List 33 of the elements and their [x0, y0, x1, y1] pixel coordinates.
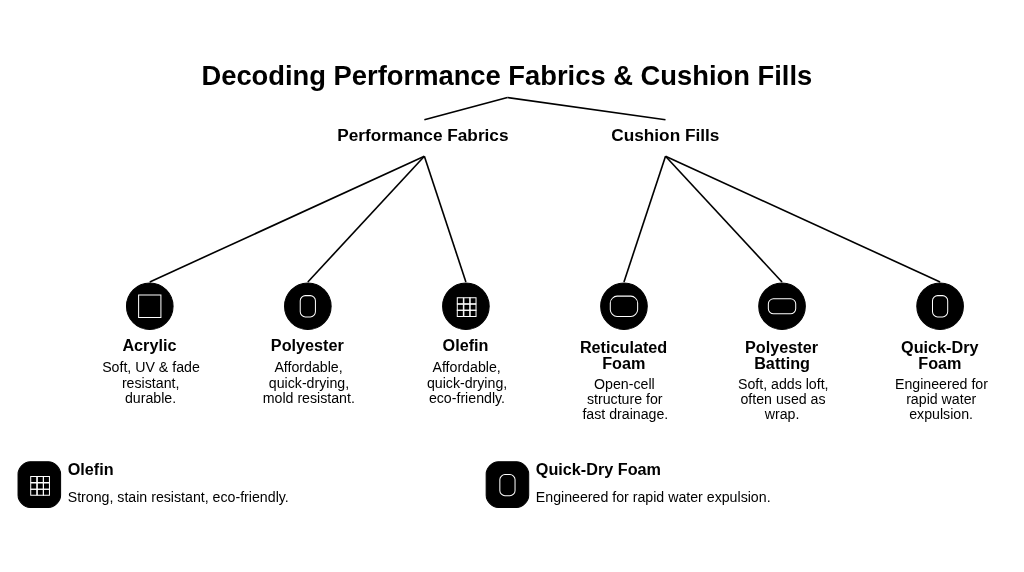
connector	[623, 155, 667, 283]
node-label: Soft, adds loft, often used as wrap.	[737, 375, 829, 422]
node-label: Quick-Dry Foam	[901, 337, 979, 372]
node-text: Performance Fabrics	[337, 124, 509, 145]
connector	[506, 96, 667, 121]
node-label: Polyester	[270, 335, 344, 354]
node-text: Decoding Performance Fabrics & Cushion Fills	[201, 59, 813, 91]
connector	[307, 155, 426, 283]
connector	[423, 96, 509, 121]
node-label: Engineered for rapid water expulsion.	[535, 488, 771, 505]
node-circle	[442, 281, 490, 330]
node-text: Cushion Fills	[611, 124, 720, 145]
node-label: Polyester Batting	[745, 337, 819, 372]
node-label: Strong, stain resistant, eco-friendly.	[67, 488, 289, 505]
node-label: Quick-Dry Foam	[535, 459, 661, 478]
node-label: Engineered for rapid water expulsion.	[895, 375, 988, 422]
connector	[148, 155, 426, 283]
node-circle	[600, 281, 648, 330]
node-circle	[758, 281, 806, 330]
node-label: Olefin	[442, 335, 489, 354]
node-label: Affordable, quick-drying, mold resistant.	[262, 358, 355, 406]
connector	[664, 155, 783, 283]
node-label: Open-cell structure for fast drainage.	[582, 375, 669, 422]
node-label: Affordable, quick-drying, eco-friendly.	[426, 358, 508, 406]
connector	[664, 155, 941, 283]
node-label: Reticulated Foam	[579, 337, 668, 372]
node-label: Soft, UV & fade resistant, durable.	[102, 358, 200, 406]
connector	[423, 155, 467, 283]
node-label: Acrylic	[122, 335, 177, 354]
node-circle	[125, 281, 174, 330]
node-circle	[916, 281, 964, 330]
node-label: Olefin	[67, 459, 114, 478]
node-circle	[284, 281, 332, 330]
